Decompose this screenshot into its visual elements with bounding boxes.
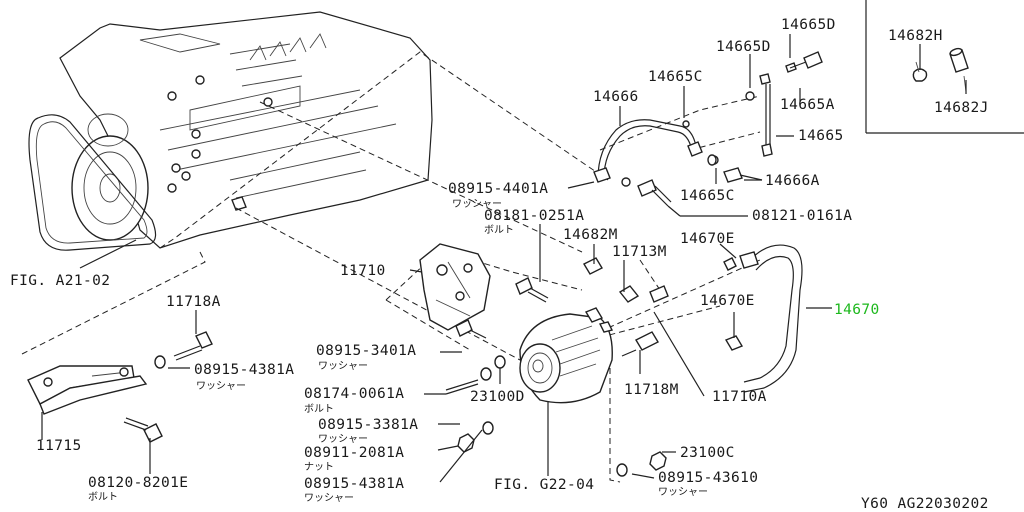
sublabel-08915-3381a: ワッシャー — [318, 434, 368, 445]
bolt-08120-8201e-icon — [123, 417, 163, 443]
bolt-11718a-icon — [173, 331, 213, 361]
label-14682j: 14682J — [934, 100, 989, 116]
bolt-08181-0251a-icon — [515, 277, 549, 303]
label-14665a: 14665A — [780, 97, 835, 113]
footer-diagram-code: Y60 AG22030202 — [861, 496, 989, 512]
label-14666: 14666 — [593, 89, 639, 105]
label-08120-8201e: 08120-8201E — [88, 475, 188, 491]
part-labels: 14665D 14665D 14665C 14666 14665A 14665 … — [10, 17, 989, 512]
engine-block-drawing — [28, 11, 433, 251]
sublabel-08911-2081a: ナット — [304, 461, 334, 473]
sublabel-08915-3401a: ワッシャー — [318, 361, 368, 372]
label-08181-0251a: 08181-0251A — [484, 208, 584, 224]
label-08915-4381a-upper: 08915-4381A — [194, 362, 294, 378]
label-14665d: 14665D — [716, 39, 771, 55]
label-08174-0061a: 08174-0061A — [304, 386, 404, 402]
bolt-14670e-upper-icon — [649, 285, 669, 303]
label-14666a: 14666A — [765, 173, 820, 189]
label-14670e-lower: 14670E — [700, 293, 755, 309]
label-14670e-upper: 14670E — [680, 231, 735, 247]
bracket-11710-drawing — [419, 243, 491, 331]
alternator-23100-drawing — [519, 307, 614, 404]
label-11710: 11710 — [340, 263, 386, 279]
bolt-11718m-icon — [621, 331, 659, 357]
label-23100c: 23100C — [680, 445, 735, 461]
sleeve-14682j-icon — [949, 47, 969, 93]
label-14665: 14665 — [798, 128, 844, 144]
label-14670-highlighted: 14670 — [834, 302, 880, 318]
bolt-08121-0161a-icon — [637, 179, 672, 207]
sublabel-08120-8201e: ボルト — [88, 491, 118, 503]
label-11713m: 11713M — [612, 244, 667, 260]
label-08915-4381a-lower: 08915-4381A — [304, 476, 404, 492]
label-23100d: 23100D — [470, 389, 525, 405]
sublabel-08915-43610: ワッシャー — [658, 487, 708, 498]
label-11710a: 11710A — [712, 389, 767, 405]
label-fig-g22-04: FIG. G22-04 — [494, 477, 594, 493]
bolt-08174-0061a-icon — [445, 379, 479, 395]
label-08915-3401a: 08915-3401A — [316, 343, 416, 359]
label-08915-43610: 08915-43610 — [658, 470, 758, 486]
label-08915-4401a: 08915-4401A — [448, 181, 548, 197]
label-11718a: 11718A — [166, 294, 221, 310]
rod-14665-drawing — [759, 51, 823, 157]
support-bar-11715-drawing — [27, 365, 148, 415]
label-14665c: 14665C — [648, 69, 703, 85]
label-08121-0161a: 08121-0161A — [752, 208, 852, 224]
label-11718m: 11718M — [624, 382, 679, 398]
label-11715: 11715 — [36, 438, 82, 454]
sublabel-08915-4381a-lower: ワッシャー — [304, 493, 354, 504]
label-14665d-top: 14665D — [781, 17, 836, 33]
label-14682m: 14682M — [563, 227, 618, 243]
sublabel-08915-4401a: ワッシャー — [452, 199, 502, 210]
sublabel-08181-0251a: ボルト — [484, 224, 514, 236]
label-14682h: 14682H — [888, 28, 943, 44]
sublabel-08174-0061a: ボルト — [304, 403, 334, 415]
label-fig-a21-02: FIG. A21-02 — [10, 273, 110, 289]
label-08911-2081a: 08911-2081A — [304, 445, 404, 461]
label-14665c-lower: 14665C — [680, 188, 735, 204]
inset-box — [865, 0, 1024, 134]
leader-lines-solid — [41, 34, 967, 483]
sublabel-08915-4381a-upper: ワッシャー — [196, 381, 246, 392]
adjuster-11713m-drawing — [583, 257, 640, 303]
label-08915-3381a: 08915-3381A — [318, 417, 418, 433]
hose-14670-drawing — [723, 244, 803, 393]
bolt-14666a-icon — [723, 167, 763, 183]
